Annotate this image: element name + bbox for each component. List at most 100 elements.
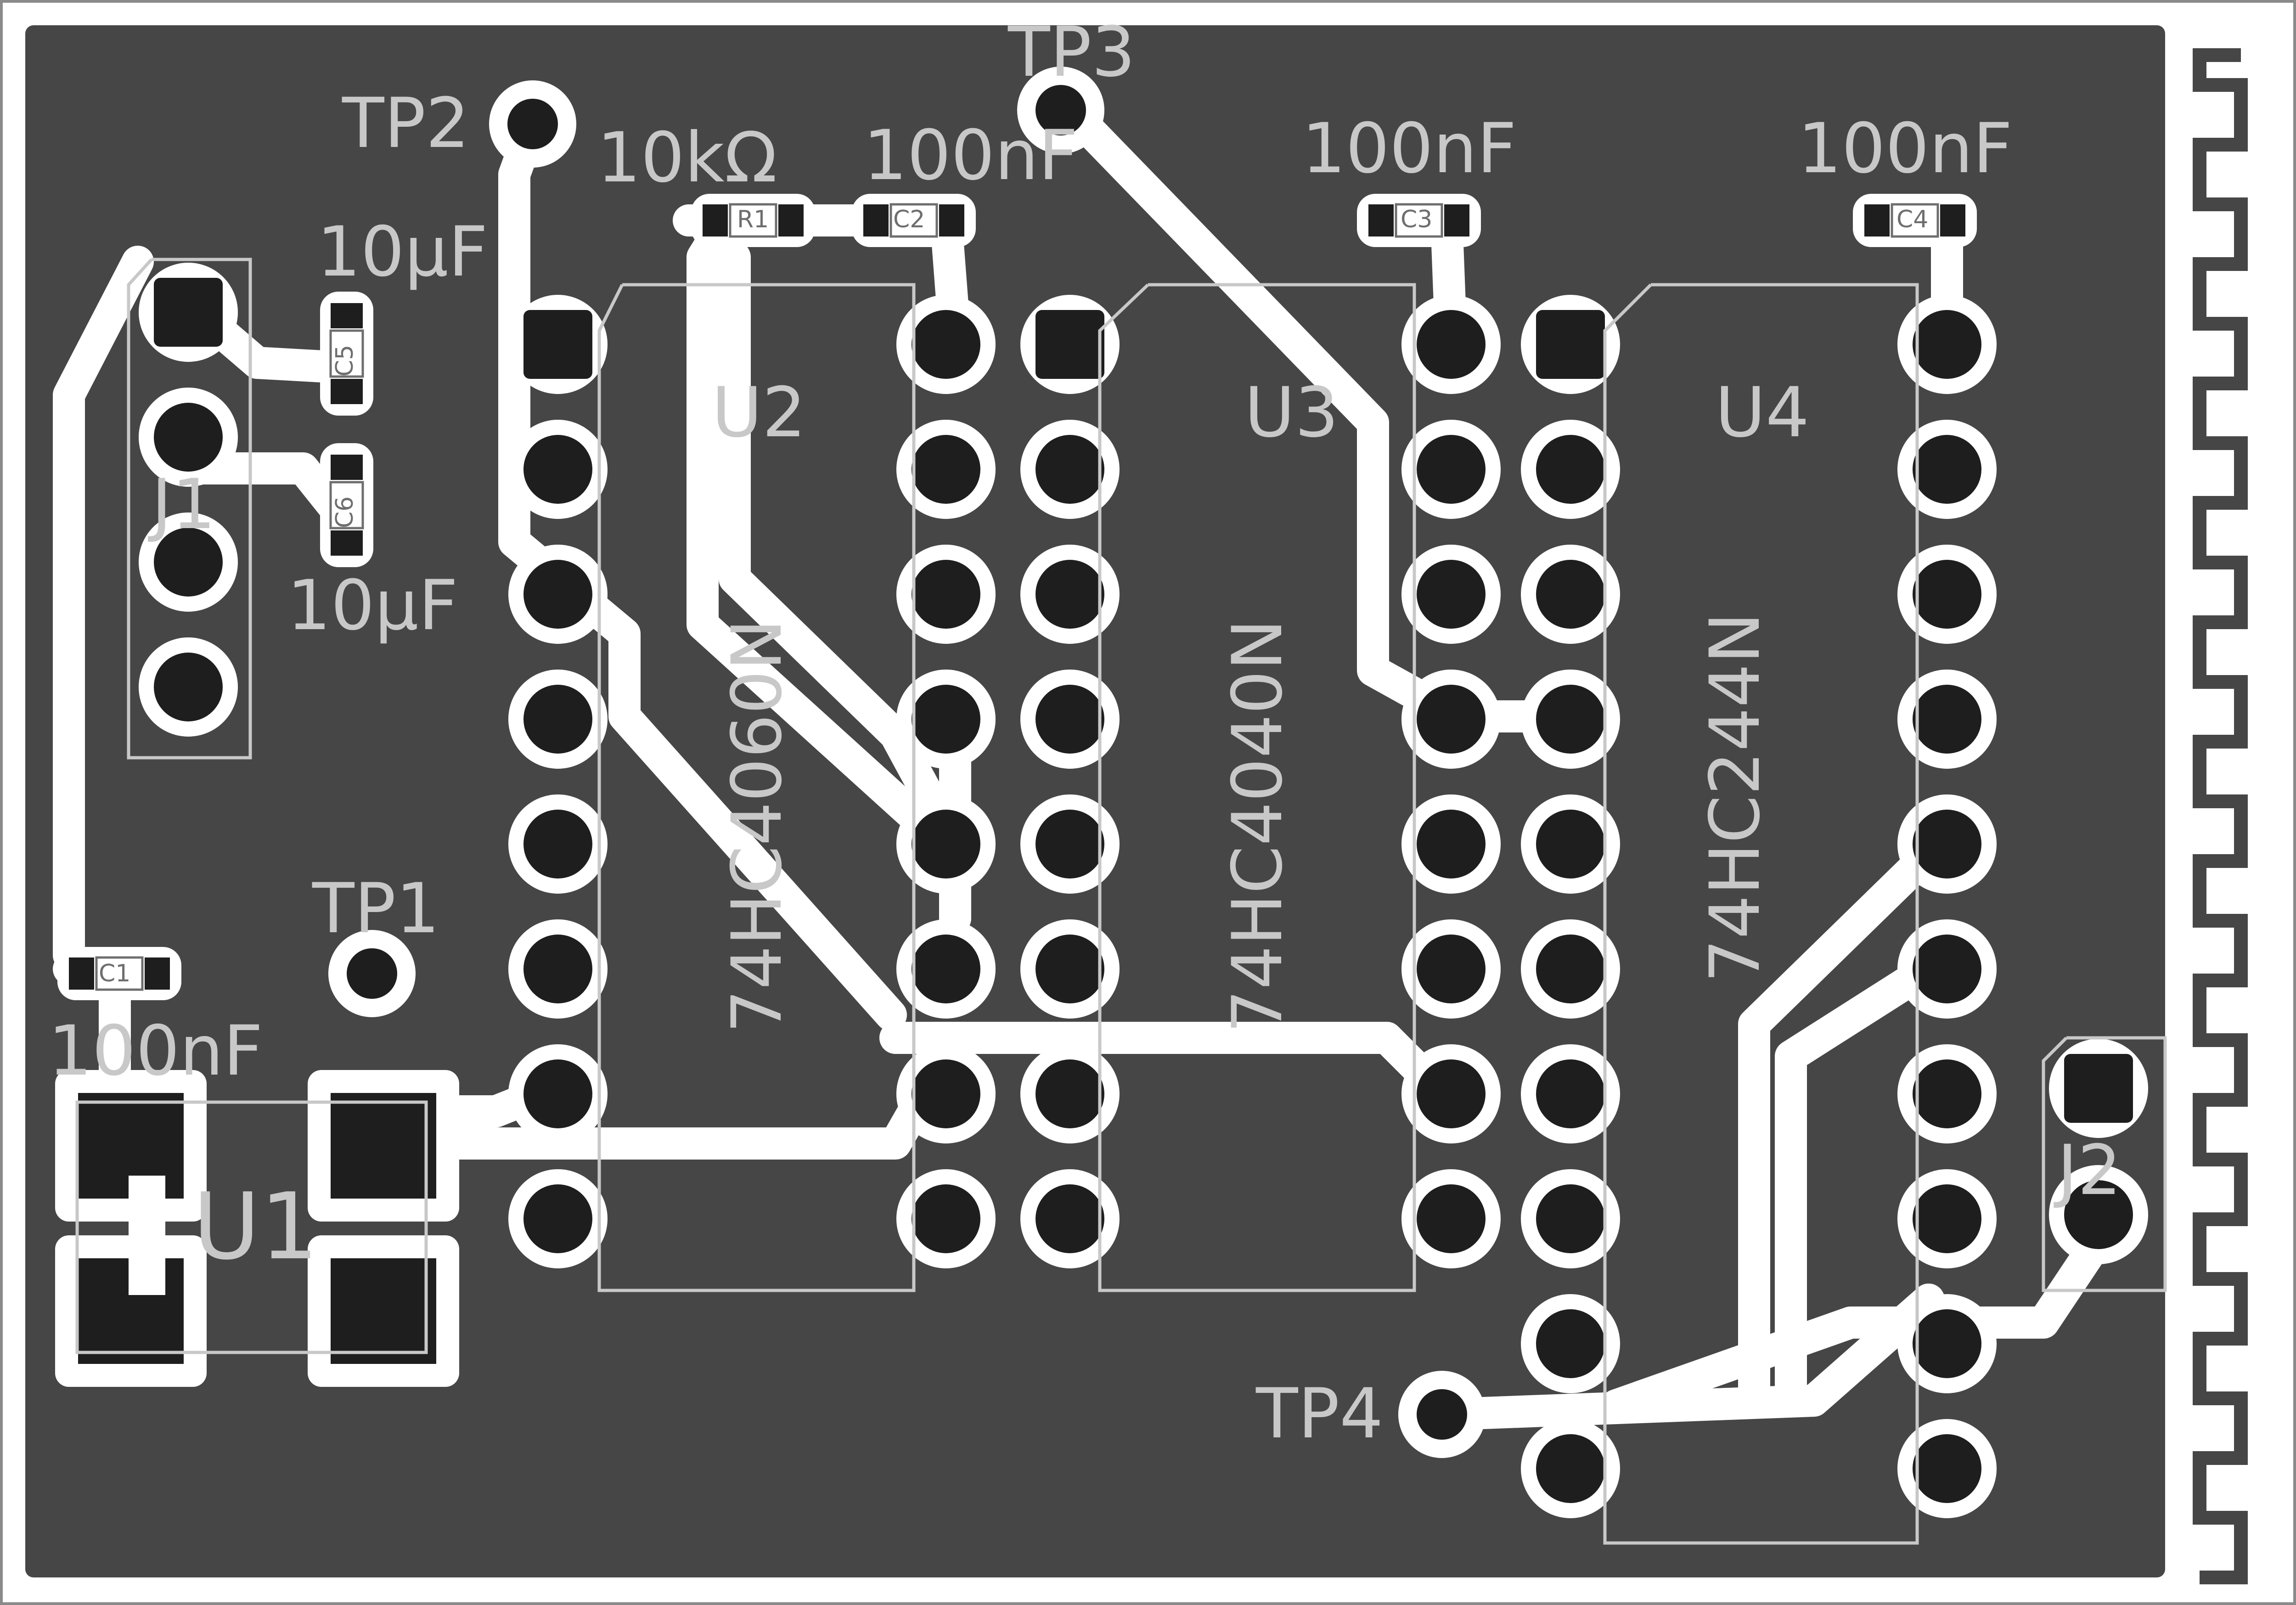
u3-right-pad-1 [1417,310,1486,379]
label-tp1: TP1 [312,869,440,949]
u3-right-pad-7 [1417,1059,1486,1128]
c6-body [329,481,364,529]
u4-left-pad-7 [1536,1059,1605,1128]
u2-right-pad-8 [912,1184,980,1253]
c4-body [1891,203,1939,238]
label-tp4: TP4 [1255,1374,1384,1454]
test-points [328,67,1486,1458]
u2-left-pad-7 [523,1059,592,1128]
u4-left-pad-1 [1536,310,1605,379]
u2-left-pad-1 [523,310,592,379]
silk-c4: C4 [1896,206,1928,233]
label-tp3: TP3 [1007,12,1136,92]
label-c1-value: 100nF [48,1011,263,1091]
u4-right-pad-4 [1913,685,1981,754]
c6-pad-a [331,455,363,480]
c3-pad-b [1444,204,1469,237]
c2-pad-a [863,204,889,237]
trace-u4-diag-b [1775,944,1958,1412]
r1-pad-a [703,204,728,237]
c6-pad-b [331,530,363,556]
u2-right-pad-7 [912,1059,980,1128]
trace-j1-rail [53,246,154,971]
c5-pad-a [331,303,363,328]
u4-right-pad-10 [1913,1434,1981,1503]
j1-pad-2 [154,403,223,472]
u4-left-pad-6 [1536,935,1605,1003]
meander-antenna [2193,48,2248,1584]
u4-right-pad-6 [1913,935,1981,1003]
u3-left-pad-5 [1035,810,1104,879]
label-j2-ref: J2 [2054,1131,2122,1211]
u3-right-pad-5 [1417,810,1486,879]
antenna-meander-path [2193,48,2248,1584]
u4-left-pad-4 [1536,685,1605,754]
u2-right-pad-4 [912,685,980,754]
c1-pad-a [69,957,94,990]
r1-pad-b [778,204,804,237]
u1-pad-4 [331,1258,436,1364]
u4-left-pad-10 [1536,1434,1605,1503]
u3-right-pad-3 [1417,560,1486,629]
tp1-pad [347,948,397,999]
c3-body [1395,203,1443,238]
outline-u3 [1098,283,1416,1292]
label-tp2: TP2 [342,84,470,163]
u2-left-pad-3 [523,560,592,629]
u3-left-pad-3 [1035,560,1104,629]
smd-parts [57,194,1977,1000]
silk-c1: C1 [99,960,130,987]
j2-pad-2 [2064,1180,2133,1249]
u1-pad-2 [331,1093,436,1199]
label-u2-part: 74HC4060N [717,619,797,1033]
label-c4-value: 100nF [1798,109,2013,189]
c1-body [95,956,144,991]
u3-right-pad-8 [1417,1184,1486,1253]
tp3-pad [1035,85,1086,135]
u4-left-pad-5 [1536,810,1605,879]
c5-body [329,329,364,378]
u2-right-pad-2 [912,435,980,504]
u3-left-pad-7 [1035,1059,1104,1128]
trace-u4-diag-a [1738,824,1958,1412]
u4-left-pad-2 [1536,435,1605,504]
pads [55,263,2148,1518]
u2-left-pad-5 [523,810,592,879]
label-u4-ref: U4 [1715,373,1809,453]
u4-right-pad-7 [1913,1059,1981,1128]
u2-left-pad-8 [523,1184,592,1253]
u3-left-pad-4 [1035,685,1104,754]
c2-body [889,203,938,238]
label-u1-ref: U1 [193,1173,319,1280]
j1-pad-1 [154,278,223,347]
u2-right-pad-6 [912,935,980,1003]
u4-left-pad-9 [1536,1309,1605,1378]
c4-pad-b [1940,204,1965,237]
j1-pad-3 [154,528,223,597]
silk-c6: C6 [331,496,359,528]
u4-left-pad-3 [1536,560,1605,629]
u4-right-pad-2 [1913,435,1981,504]
outline-u2 [597,283,916,1292]
label-j1-ref: J1 [148,465,216,545]
c4-pad-a [1864,204,1890,237]
c5-pad-b [331,379,363,404]
u2-left-pad-4 [523,685,592,754]
label-c5-value: 10µF [317,212,488,292]
u3-right-pad-4 [1417,685,1486,754]
r1-body [729,203,777,238]
label-c3-value: 100nF [1302,109,1517,189]
u1-tab-bridge [129,1176,165,1295]
u4-right-pad-1 [1913,310,1981,379]
outline-u1 [75,1100,428,1354]
u3-left-pad-8 [1035,1184,1104,1253]
u3-left-pad-6 [1035,935,1104,1003]
c1-pad-b [145,957,170,990]
silkscreen-outlines [75,258,2167,1545]
u3-left-pad-1 [1035,310,1104,379]
label-c6-value: 10µF [287,566,458,646]
label-u2-ref: U2 [712,373,806,453]
u2-right-pad-5 [912,810,980,879]
silk-c3: C3 [1401,206,1432,233]
